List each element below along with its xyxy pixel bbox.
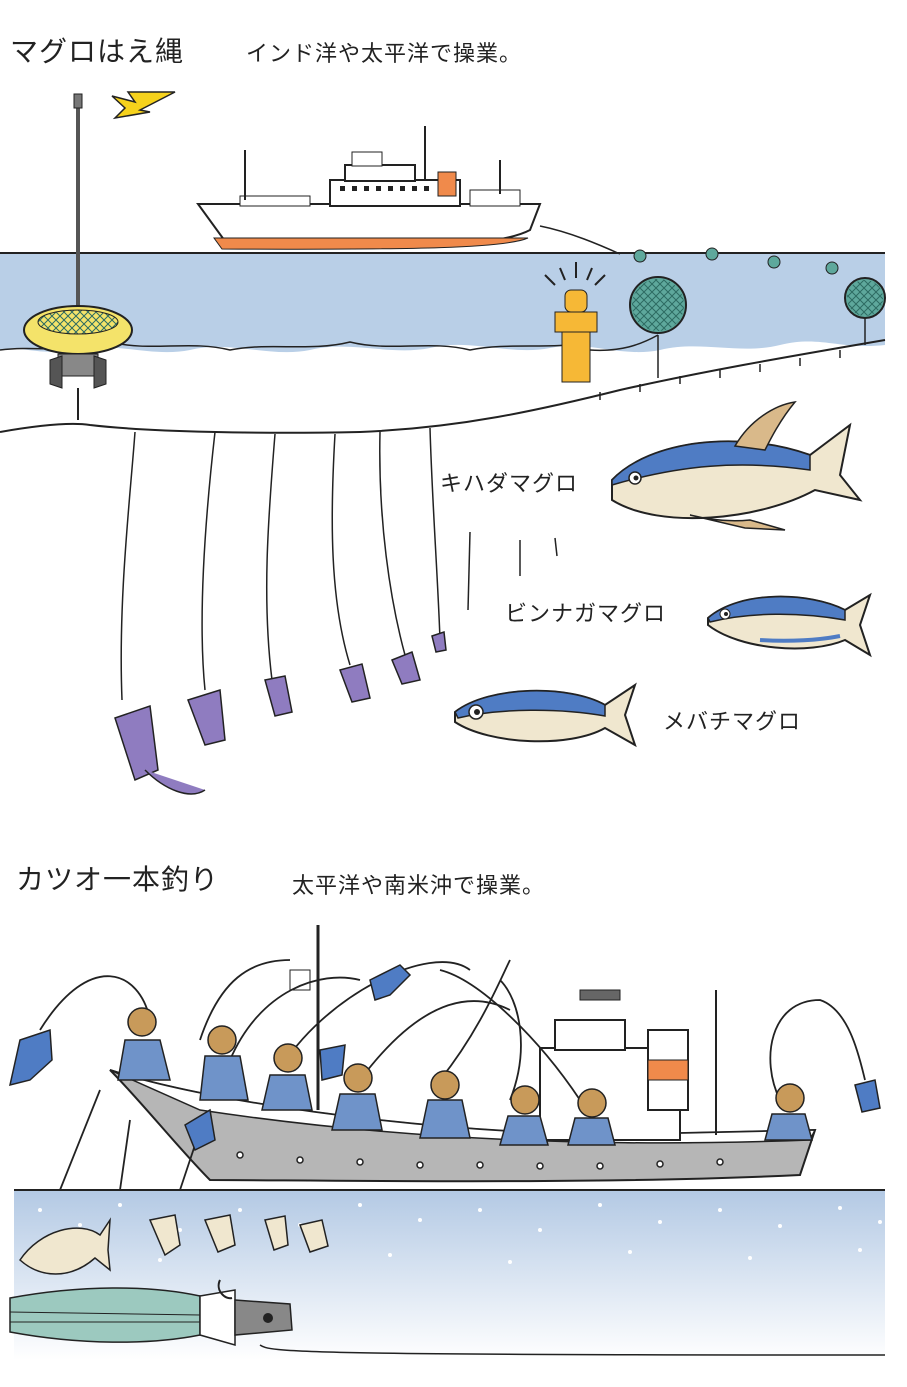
main-line [0,339,886,434]
longline-ship [196,126,621,255]
label-yellowfin: キハダマグロ [440,472,579,497]
label-bigeye: メバチマグロ [663,710,802,735]
poleline-subtitle: 太平洋や南米沖で操業。 [292,874,546,899]
poleline-title: カツオ一本釣り [16,863,220,896]
fishing-poles [39,959,866,1191]
squid-baits [114,630,447,795]
longline-sea [0,252,885,353]
longline-subtitle: インド洋や太平洋で操業。 [246,42,523,67]
tuna-bigeye [454,682,637,748]
longline-title: マグロはえ縄 [10,35,185,68]
branch-lines [120,427,558,701]
crew [117,1007,813,1146]
label-albacore: ビンナガマグロ [505,602,667,627]
feather-lure [9,1279,886,1356]
tuna-albacore [707,592,872,658]
radio-buoy [23,91,176,420]
tuna-yellowfin [611,400,863,531]
light-buoy [544,262,606,383]
lightning-icon [111,91,176,120]
skipjack-fish [9,964,881,1152]
net-floats [589,247,886,378]
skipjack-school [19,1214,329,1275]
